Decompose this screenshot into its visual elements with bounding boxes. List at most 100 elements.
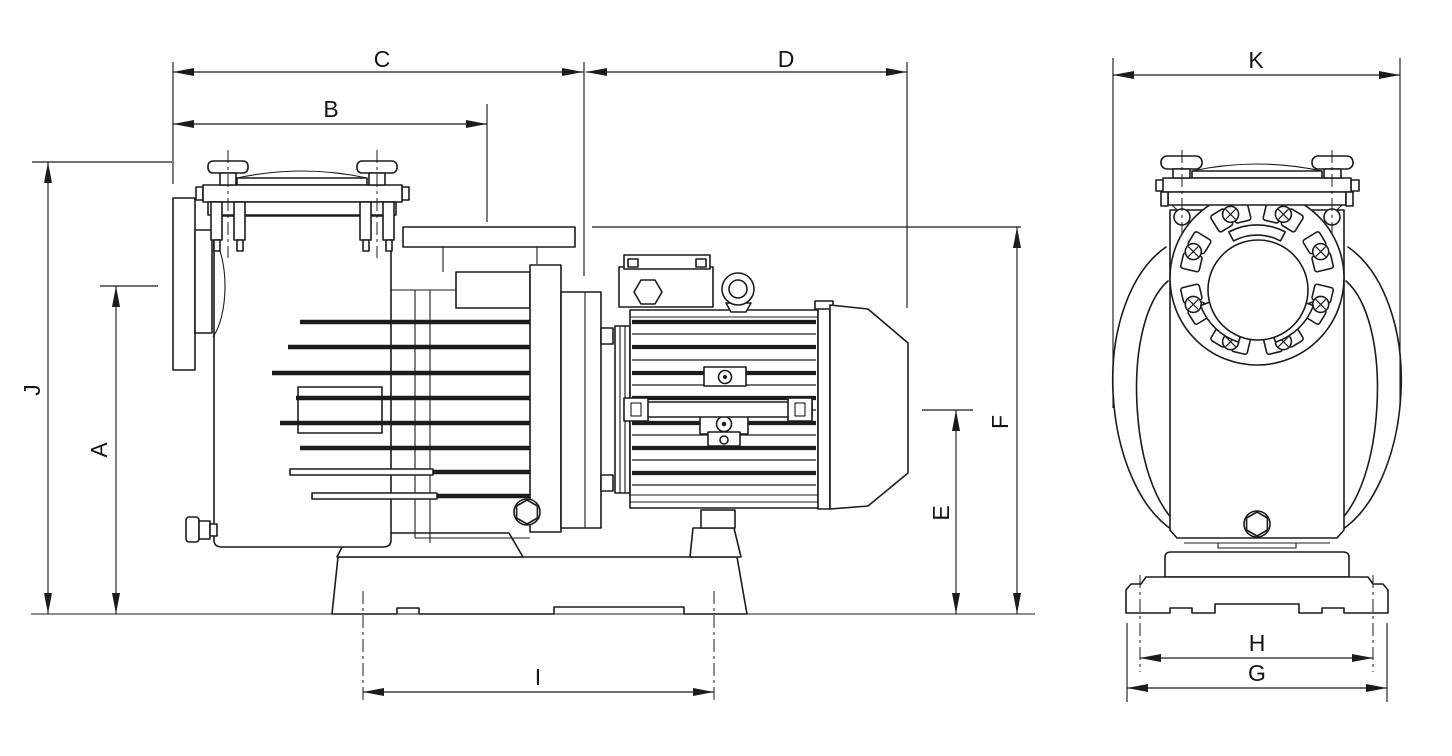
front-view: [1111, 150, 1403, 614]
dim-j: J: [19, 161, 172, 614]
suction-flange-face: [1169, 190, 1345, 366]
dim-label-j: J: [19, 384, 45, 396]
clamp-studs: [210, 201, 395, 252]
dim-arrowhead: [952, 593, 960, 614]
dim-arrowhead: [112, 593, 120, 614]
seal-plate: [529, 264, 562, 533]
dim-arrowhead: [586, 68, 607, 76]
lid-clip-left: [627, 258, 639, 268]
strainer-lid-assembly: [195, 150, 410, 258]
dim-arrowhead: [1013, 227, 1021, 248]
dim-arrowhead: [562, 68, 583, 76]
clamp-lug-right: [401, 186, 410, 201]
bracket-tab-bottom: [600, 474, 614, 492]
dim-label-f: F: [987, 415, 1013, 429]
dim-k: K: [1112, 47, 1401, 408]
clamp-hook-right: [1345, 191, 1354, 207]
casing-fin-outline-2: [311, 492, 438, 500]
terminal-box-lid: [623, 254, 711, 270]
tank-drain-plug-body: [198, 520, 211, 540]
dim-arrowhead: [1127, 684, 1148, 692]
clamp-band-lower: [1167, 191, 1347, 206]
dimension-annotations: C D B K J A F E: [19, 46, 1401, 703]
dim-label-h: H: [1249, 630, 1266, 656]
clamp-end-cap-right: [1350, 179, 1360, 192]
suction-flange-plate: [172, 197, 196, 371]
dim-arrowhead: [44, 593, 52, 614]
dim-e: E: [922, 409, 973, 614]
front-pedestal: [1164, 551, 1350, 578]
suction-port-bore: [1207, 239, 1309, 341]
clamp-hook-left: [1160, 191, 1169, 207]
dim-label-k: K: [1248, 47, 1264, 73]
terminal-box-body: [618, 266, 714, 308]
tank-body: [213, 215, 392, 548]
dim-label-i: I: [535, 664, 541, 690]
dim-label-d: D: [778, 46, 795, 72]
lifting-bar: [623, 397, 813, 422]
base-body: [331, 556, 748, 615]
dim-arrowhead: [1013, 593, 1021, 614]
fan-cover-shell: [829, 304, 909, 510]
discharge-flange: [402, 226, 576, 272]
knob-centerlines: [227, 150, 378, 258]
pump-casing: [272, 271, 531, 543]
dim-arrowhead: [173, 120, 194, 128]
dim-arrowhead: [363, 688, 384, 696]
dim-arrowhead: [952, 410, 960, 431]
dim-arrowhead: [466, 120, 487, 128]
dim-h: H: [1139, 575, 1374, 672]
fan-cover-ring: [817, 305, 831, 510]
dim-label-e: E: [928, 505, 954, 520]
bracket-tab-top: [600, 327, 614, 345]
lid-dome-front: [1191, 163, 1323, 172]
casing-fins: [272, 319, 530, 499]
suction-pipe-stub: [194, 229, 213, 334]
side-view: [31, 150, 1035, 615]
casing-edges: [391, 289, 530, 543]
dim-d: D: [586, 46, 908, 308]
dimension-arrowheads: [44, 68, 1400, 696]
lid-rim: [236, 177, 368, 186]
inner-arc-top: [1228, 224, 1286, 242]
screw-cross: [1225, 208, 1237, 220]
dim-c: C: [172, 46, 585, 276]
lid-rim-front: [1191, 170, 1323, 179]
fan-cover: [814, 300, 909, 510]
dim-arrowhead: [112, 286, 120, 307]
dim-arrowhead: [886, 68, 907, 76]
dim-a: A: [86, 285, 158, 614]
dim-label-a: A: [86, 442, 112, 458]
lid-dome: [236, 170, 368, 179]
clamp-ring-upper: [202, 184, 403, 203]
terminal-box: [618, 254, 714, 308]
motor-pedestal: [689, 527, 742, 558]
dim-arrowhead: [1352, 654, 1373, 662]
discharge-flange-plate: [402, 226, 576, 248]
dim-arrowhead: [173, 68, 194, 76]
screw-cross: [1315, 298, 1327, 310]
dim-f: F: [592, 226, 1021, 614]
front-base-body: [1125, 576, 1389, 614]
casing-drain-hex-plug: [515, 499, 539, 525]
dim-b: B: [173, 96, 488, 222]
drain-plug-front: [1245, 511, 1269, 537]
clamp-lug-left: [195, 186, 204, 201]
dim-label-g: G: [1248, 660, 1266, 686]
motor-foot: [700, 509, 736, 529]
internal-suction-pipe: [297, 386, 383, 434]
dim-i: I: [362, 591, 715, 703]
motor: [618, 254, 909, 510]
dim-arrowhead: [1366, 684, 1387, 692]
motor-screw-3: [719, 435, 729, 445]
lifting-eye: [721, 272, 755, 313]
clamp-band-upper: [1162, 177, 1352, 193]
motor-bottom-band: [630, 494, 818, 503]
tank-drain-plug-neck: [209, 523, 218, 537]
suction-flange: [172, 197, 213, 371]
front-body-underline: [1184, 542, 1330, 549]
casing-fin-outline-1: [289, 468, 434, 476]
dim-label-b: B: [323, 96, 338, 122]
lid-clamp-front: [1155, 150, 1360, 237]
